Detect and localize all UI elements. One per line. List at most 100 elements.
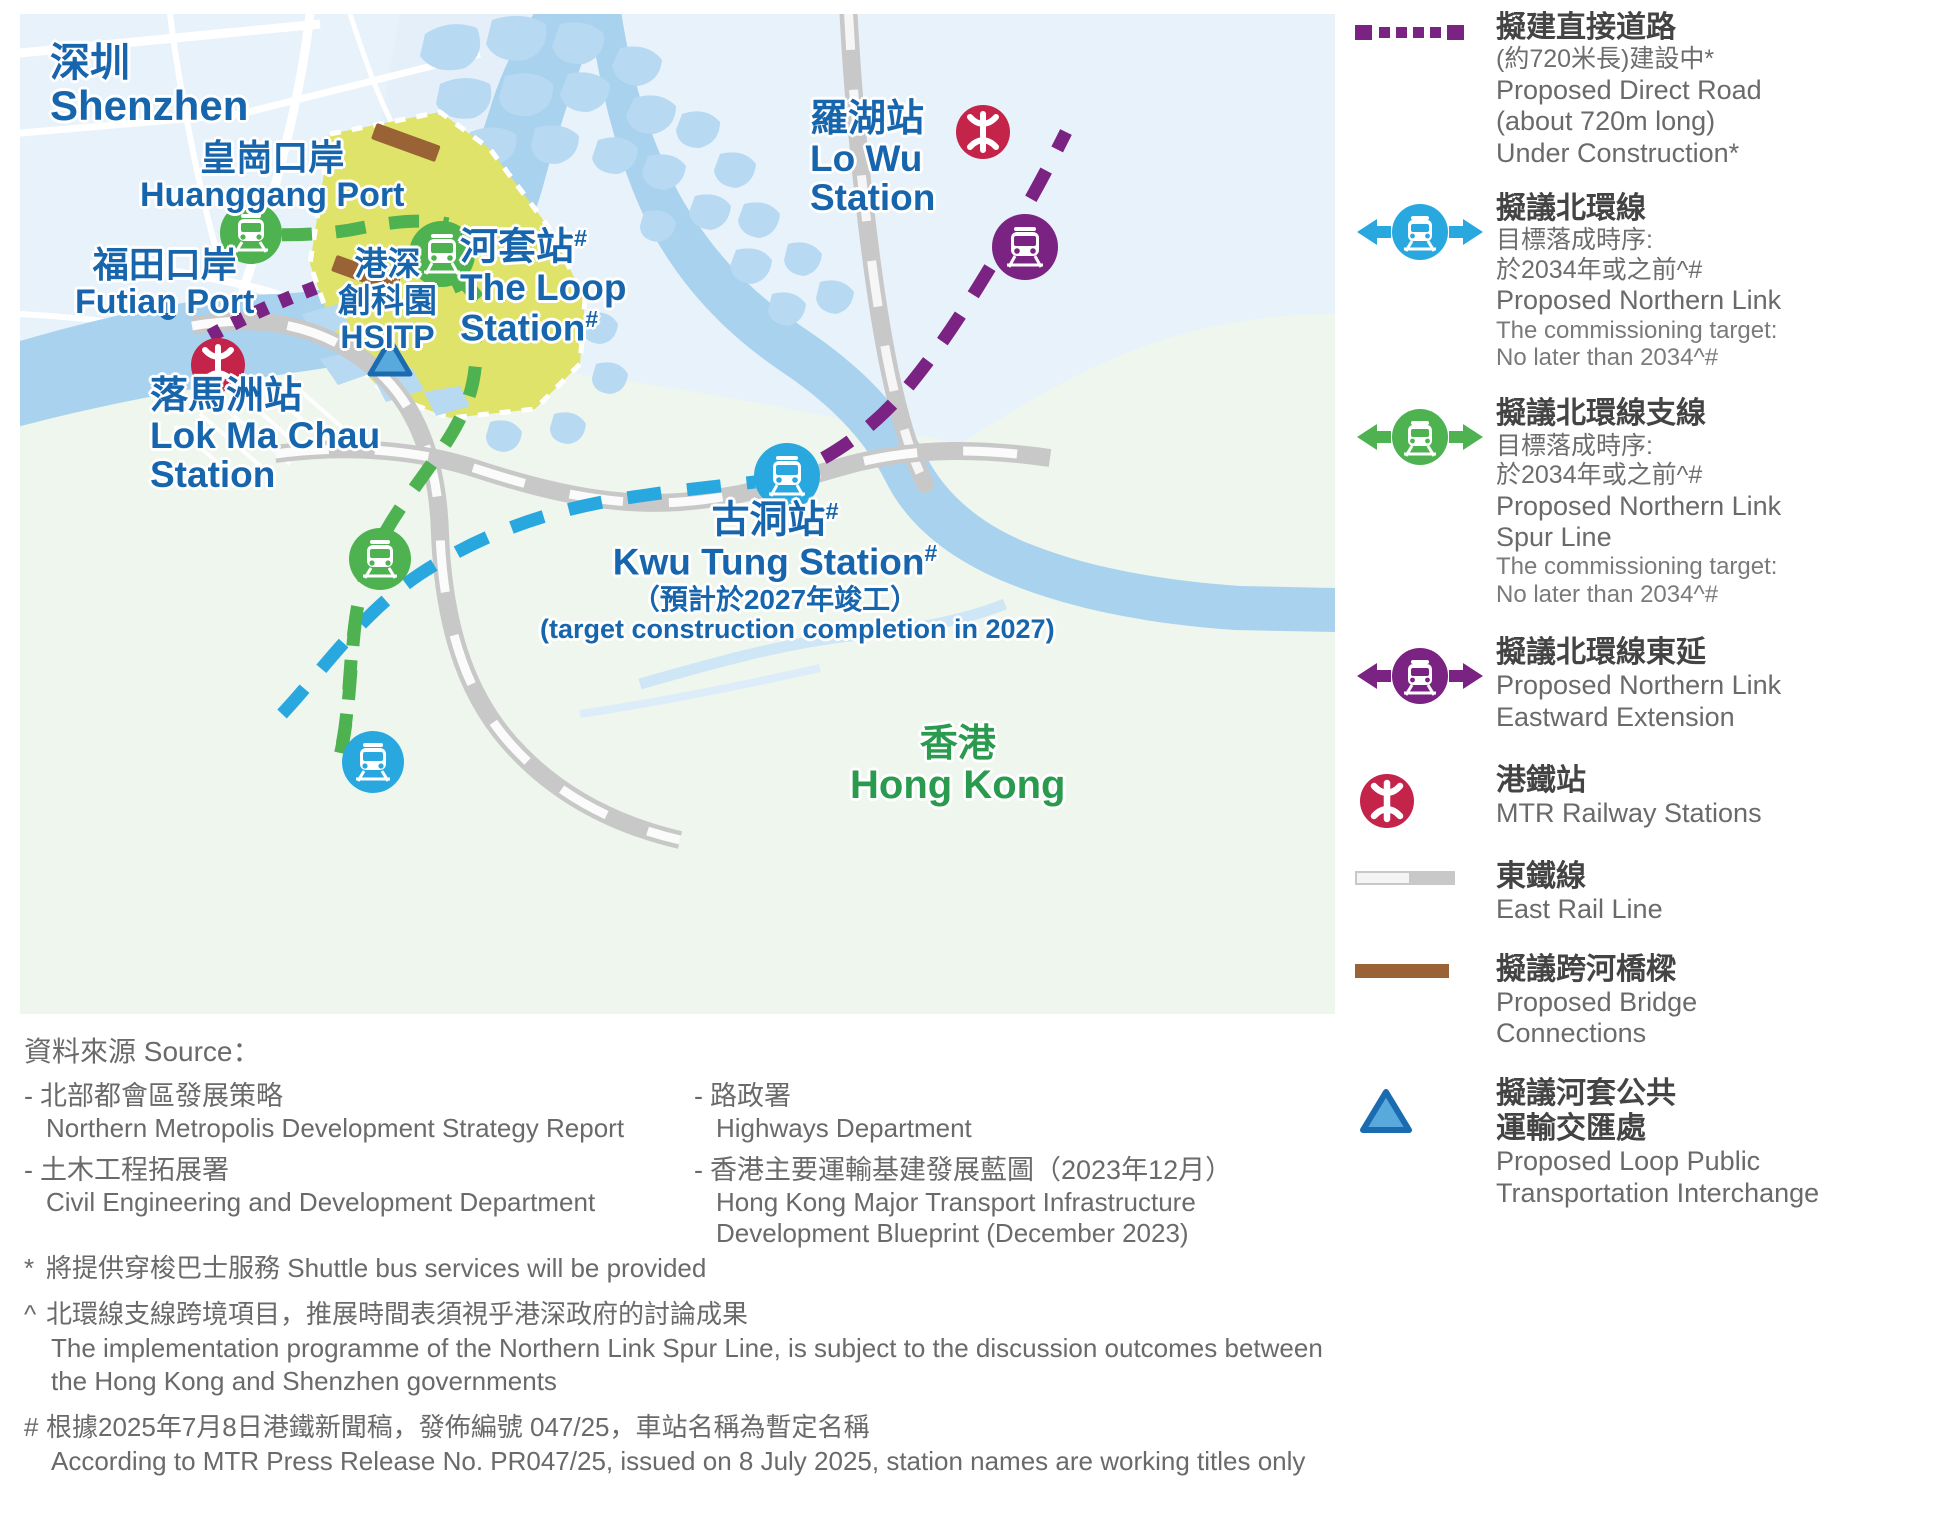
- source-item: - 路政署 Highways Department: [694, 1080, 1344, 1144]
- bullet-dash: -: [24, 1081, 33, 1111]
- legend-en-line: Proposed Loop Public: [1496, 1146, 1761, 1177]
- legend-sub-zh: 目標落成時序:: [1496, 431, 1653, 460]
- source-en: Highways Department: [716, 1112, 972, 1143]
- source-section: 資料來源 Source： - 北部都會區發展策略 Northern Metrop…: [24, 1030, 1344, 1259]
- legend-en-line: Connections: [1496, 1018, 1647, 1049]
- legend-en-line: Transportation Interchange: [1496, 1177, 1820, 1208]
- legend-en-line: Under Construction*: [1496, 137, 1740, 168]
- legend-item-proposed-direct-road: 擬建直接道路 (約720米長)建設中* Proposed Direct Road…: [1355, 10, 1950, 169]
- legend-sub-zh: 於2034年或之前^#: [1496, 255, 1703, 284]
- legend-en-line: Proposed Northern Link: [1496, 670, 1782, 701]
- station-label-the-loop: 河套站# The Loop Station#: [460, 225, 627, 349]
- source-en-2: Development Blueprint (December 2023): [716, 1218, 1189, 1249]
- dotted-purple-road-icon: [1355, 10, 1490, 46]
- station-roundel-blue-south: [342, 731, 404, 793]
- legend-en-line: MTR Railway Stations: [1496, 798, 1762, 829]
- blue-triangle-icon: [1355, 1076, 1490, 1138]
- bullet-dash: -: [694, 1081, 703, 1111]
- source-en: Hong Kong Major Transport Infrastructure: [716, 1187, 1196, 1218]
- map-legend: 擬建直接道路 (約720米長)建設中* Proposed Direct Road…: [1355, 10, 1950, 1215]
- map-graphic: [20, 14, 1335, 1014]
- legend-item-mtr-stations: 港鐵站 MTR Railway Stations: [1355, 761, 1950, 833]
- note-line: 根據2025年7月8日港鐵新聞稿，發佈編號 047/25，車站名稱為暫定名稱: [46, 1412, 870, 1443]
- port-label-futian: 福田口岸 Futian Port: [75, 244, 255, 322]
- note-line: the Hong Kong and Shenzhen governments: [51, 1366, 557, 1397]
- source-zh: 土木工程拓展署: [40, 1155, 229, 1186]
- source-zh: 北部都會區發展策略: [40, 1081, 283, 1111]
- legend-sub-zh: (約720米長)建設中*: [1496, 45, 1715, 74]
- mtr-logo-icon: [1355, 761, 1490, 833]
- source-item: - 土木工程拓展署 Civil Engineering and Developm…: [24, 1154, 674, 1218]
- mtr-logo-lo-wu: [956, 105, 1010, 159]
- station-roundel-kwu-tung: [754, 443, 820, 509]
- legend-en-line: The commissioning target:: [1496, 553, 1778, 581]
- legend-en-line: No later than 2034^#: [1496, 581, 1719, 609]
- note-line: 將提供穿梭巴士服務 Shuttle bus services will be p…: [46, 1253, 707, 1283]
- source-column-left: - 北部都會區發展策略 Northern Metropolis Developm…: [24, 1080, 674, 1259]
- bullet-dash: -: [694, 1155, 703, 1186]
- source-item: - 北部都會區發展策略 Northern Metropolis Developm…: [24, 1080, 674, 1144]
- mtr-logo-lok-ma-chau: [191, 338, 245, 392]
- note-asterisk: * 將提供穿梭巴士服務 Shuttle bus services will be…: [24, 1252, 1354, 1286]
- region-label-shenzhen: 深圳 Shenzhen: [50, 41, 249, 130]
- note-line: 北環線支線跨境項目，推展時間表須視乎港深政府的討論成果: [46, 1298, 749, 1329]
- source-en: Civil Engineering and Development Depart…: [46, 1187, 596, 1218]
- legend-en-line: Proposed Bridge: [1496, 986, 1698, 1017]
- legend-en-line: Spur Line: [1496, 521, 1612, 552]
- region-label-hong-kong: 香港 Hong Kong: [850, 723, 1066, 808]
- legend-en-line: Proposed Northern Link: [1496, 490, 1782, 521]
- legend-item-proposed-bridge: 擬議跨河橋樑 Proposed Bridge Connections: [1355, 952, 1950, 1050]
- bullet-dash: -: [24, 1155, 33, 1186]
- legend-item-loop-pti: 擬議河套公共 運輸交匯處 Proposed Loop Public Transp…: [1355, 1076, 1950, 1209]
- legend-item-proposed-northern-link: 擬議北環線 目標落成時序: 於2034年或之前^# Proposed North…: [1355, 191, 1950, 372]
- station-label-lok-ma-chau: 落馬洲站 Lok Ma Chau Station: [150, 375, 381, 496]
- note-caret: ^ 北環線支線跨境項目，推展時間表須視乎港深政府的討論成果 The implem…: [24, 1298, 1354, 1399]
- legend-title-zh-2: 運輸交匯處: [1496, 1111, 1646, 1145]
- legend-title-zh: 擬議河套公共: [1496, 1076, 1676, 1110]
- legend-en-line: East Rail Line: [1496, 894, 1663, 925]
- station-label-lo-wu: 羅湖站 Lo Wu Station: [810, 98, 936, 219]
- legend-title-zh: 港鐵站: [1496, 763, 1586, 797]
- legend-sub-zh: 目標落成時序:: [1496, 226, 1653, 255]
- futian-port-dot: [159, 302, 177, 320]
- note-marker: ^: [24, 1298, 37, 1329]
- source-title: 資料來源 Source：: [24, 1036, 261, 1067]
- legend-en-line: The commissioning target:: [1496, 316, 1778, 344]
- legend-item-east-rail-line: 東鐵線 East Rail Line: [1355, 859, 1950, 926]
- legend-item-eastward-extension: 擬議北環線東延 Proposed Northern Link Eastward …: [1355, 635, 1950, 733]
- map-panel[interactable]: 深圳 Shenzhen 皇崗口岸 Huanggang Port 福田口岸 Fut…: [20, 14, 1335, 1014]
- area-label-hsitp: 港深 創科園 HSITP: [338, 245, 437, 355]
- note-marker: #: [24, 1412, 39, 1443]
- brown-bar-icon: [1355, 952, 1490, 980]
- notes-section: * 將提供穿梭巴士服務 Shuttle bus services will be…: [24, 1252, 1354, 1491]
- station-roundel-huanggang: [220, 202, 282, 264]
- legend-item-northern-link-spur-line: 擬議北環線支線 目標落成時序: 於2034年或之前^# Proposed Nor…: [1355, 396, 1950, 609]
- note-marker: *: [24, 1253, 35, 1283]
- legend-title-zh: 擬議跨河橋樑: [1496, 952, 1676, 986]
- green-train-arrows-icon: [1355, 396, 1490, 470]
- source-en: Northern Metropolis Development Strategy…: [46, 1112, 625, 1143]
- loop-pti-triangle-map: [367, 337, 413, 377]
- legend-title-zh: 擬議北環線東延: [1496, 635, 1706, 669]
- station-label-kwu-tung: 古洞站# Kwu Tung Station# （預計於2027年竣工） (tar…: [540, 498, 1055, 645]
- source-zh: 香港主要運輸基建發展藍圖（2023年12月）: [710, 1155, 1233, 1186]
- station-roundel-green-mid: [349, 528, 411, 590]
- legend-title-zh: 擬議北環線支線: [1496, 397, 1706, 431]
- port-label-huanggang: 皇崗口岸 Huanggang Port: [140, 137, 405, 215]
- note-line: According to MTR Press Release No. PR047…: [51, 1445, 1306, 1476]
- legend-en-line: No later than 2034^#: [1496, 344, 1719, 372]
- note-hash: # 根據2025年7月8日港鐵新聞稿，發佈編號 047/25，車站名稱為暫定名稱…: [24, 1411, 1354, 1479]
- legend-en-line: Eastward Extension: [1496, 701, 1735, 732]
- legend-sub-zh: 於2034年或之前^#: [1496, 461, 1703, 490]
- legend-en-line: (about 720m long): [1496, 106, 1716, 137]
- blue-train-arrows-icon: [1355, 191, 1490, 265]
- source-column-right: - 路政署 Highways Department - 香港主要運輸基建發展藍圖…: [674, 1080, 1344, 1259]
- source-item: - 香港主要運輸基建發展藍圖（2023年12月） Hong Kong Major…: [694, 1154, 1344, 1249]
- purple-train-arrows-icon: [1355, 635, 1490, 709]
- legend-title-zh: 擬建直接道路: [1496, 11, 1676, 44]
- legend-title-zh: 擬議北環線: [1496, 191, 1646, 225]
- station-roundel-the-loop: [409, 221, 483, 302]
- legend-en-line: Proposed Direct Road: [1496, 74, 1762, 105]
- note-line: The implementation programme of the Nort…: [51, 1332, 1323, 1363]
